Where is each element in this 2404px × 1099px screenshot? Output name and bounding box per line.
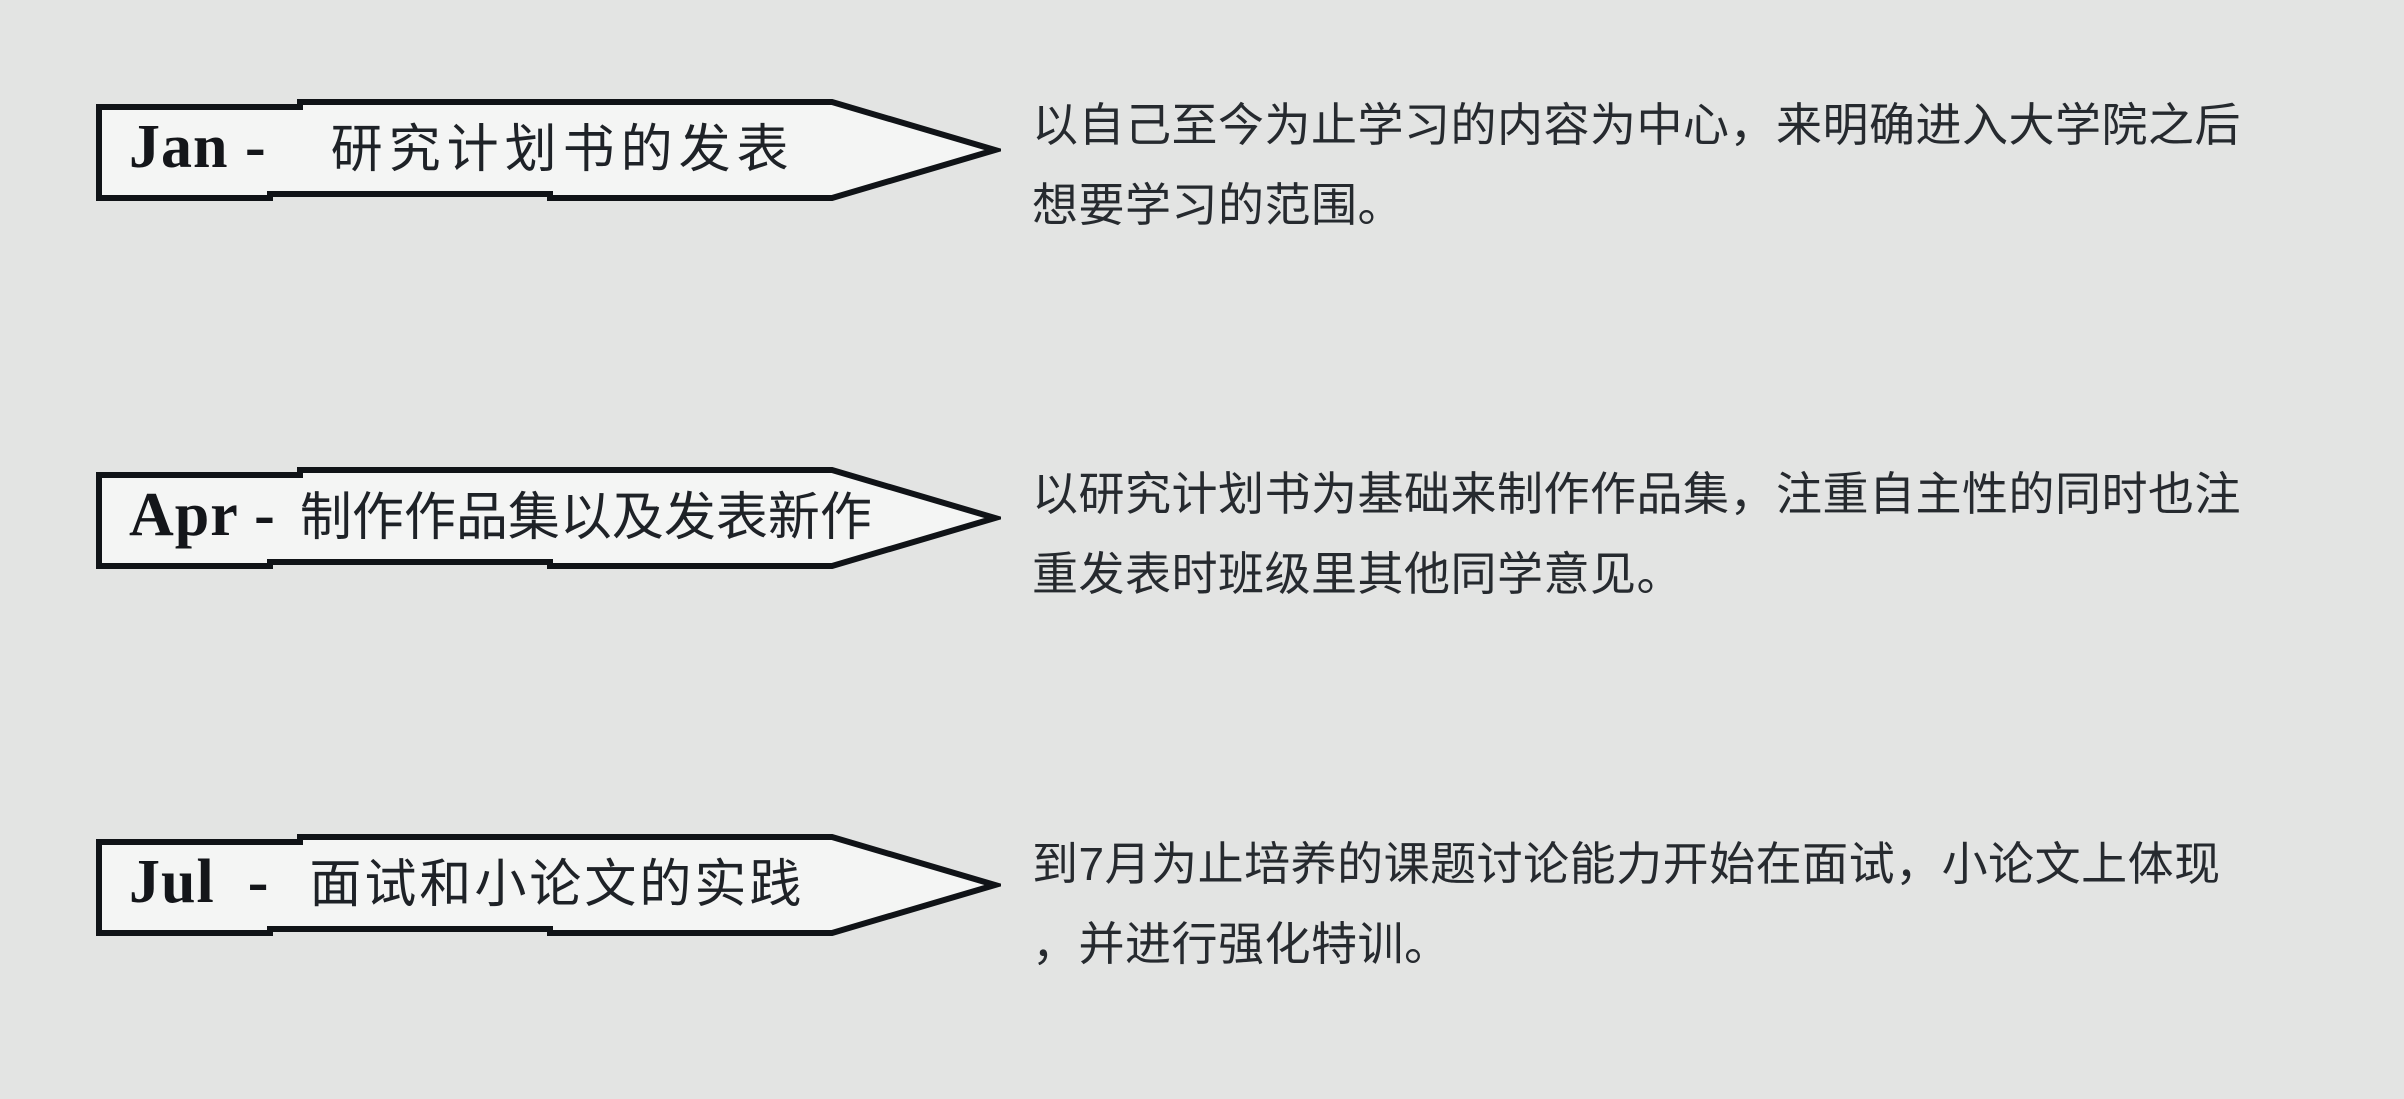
arrow-pennant-icon xyxy=(96,834,1001,936)
banner-label: Jan - 研究计划书的发表 xyxy=(95,97,1001,203)
milestone-title: 制作作品集以及发表新作 xyxy=(299,489,872,547)
milestone-banner-jan: Jan - 研究计划书的发表 xyxy=(95,97,1001,203)
arrow-pennant-icon xyxy=(96,99,1001,201)
milestone-title: 面试和小论文的实践 xyxy=(309,856,805,914)
milestone-description: 到7月为止培养的课题讨论能力开始在面试，小论文上体现 ，并进行强化特训。 xyxy=(1032,838,2221,970)
milestone-month-label: Jul - xyxy=(129,848,270,916)
milestone-description: 以自己至今为止学习的内容为中心，来明确进入大学院之后 想要学习的范围。 xyxy=(1032,99,2241,231)
milestone-month-label: Jan - xyxy=(129,113,267,181)
milestone-month-label: Apr - xyxy=(129,481,276,549)
milestone-banner-apr: Apr - 制作作品集以及发表新作 xyxy=(95,465,1001,571)
milestone-title: 研究计划书的发表 xyxy=(330,121,795,179)
banner-label: Apr - 制作作品集以及发表新作 xyxy=(95,465,1001,571)
arrow-pennant-icon xyxy=(96,467,1001,569)
milestone-description: 以研究计划书为基础来制作作品集，注重自主性的同时也注 重发表时班级里其他同学意见… xyxy=(1032,468,2241,600)
milestone-banner-jul: Jul - 面试和小论文的实践 xyxy=(95,832,1001,938)
banner-label: Jul - 面试和小论文的实践 xyxy=(95,832,1001,938)
